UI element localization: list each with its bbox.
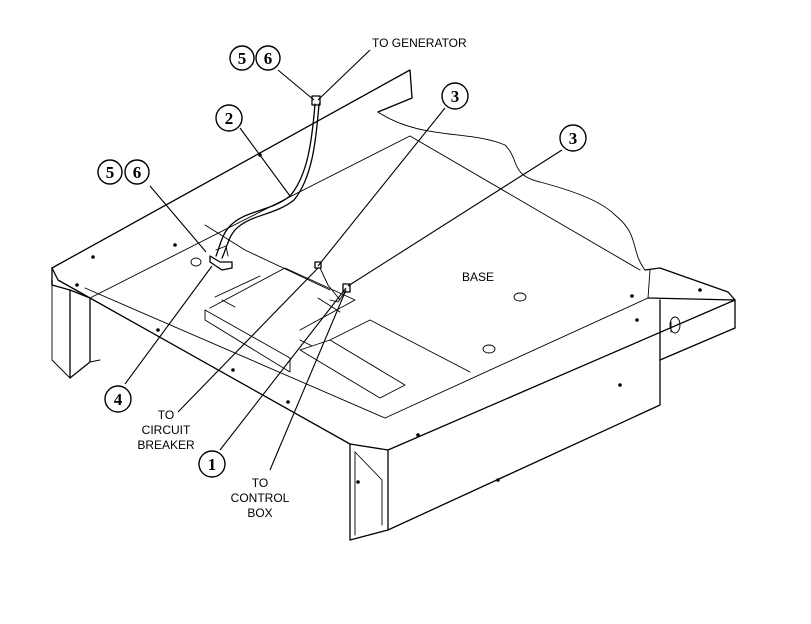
label-to-circuit-breaker-line-3: BREAKER	[137, 438, 195, 452]
callout-1: 1	[198, 450, 226, 478]
label-base: BASE	[462, 270, 495, 284]
base-cutouts	[204, 224, 471, 399]
svg-text:2: 2	[225, 109, 234, 128]
callout-2: 2	[215, 104, 243, 132]
label-to-circuit-breaker-line-1: TO	[157, 408, 175, 422]
svg-text:6: 6	[133, 163, 142, 182]
callout-4: 4	[104, 385, 132, 413]
label-to-circuit-breaker-line-2: CIRCUIT	[141, 423, 191, 437]
svg-text:3: 3	[569, 129, 578, 148]
svg-text:1: 1	[208, 455, 217, 474]
label-to-circuit-breaker: TO CIRCUIT BREAKER	[128, 408, 204, 453]
callout-5-left: 5	[97, 159, 123, 185]
callout-6-left: 6	[124, 159, 150, 185]
callout-3-middle: 3	[441, 82, 469, 110]
base-plate	[51, 69, 736, 541]
svg-text:6: 6	[264, 49, 273, 68]
svg-text:5: 5	[106, 163, 115, 182]
callout-6-top: 6	[255, 45, 281, 71]
callout-3-right: 3	[559, 124, 587, 152]
callout-5-top: 5	[229, 45, 255, 71]
svg-text:4: 4	[114, 390, 123, 409]
label-to-control-box-line-2: CONTROL	[230, 491, 290, 505]
label-to-control-box-line-1: TO	[251, 476, 269, 490]
cable-assembly	[209, 95, 351, 303]
leader-lines	[124, 49, 563, 471]
label-to-control-box: TO CONTROL BOX	[224, 476, 296, 521]
svg-text:5: 5	[238, 49, 247, 68]
label-to-control-box-line-3: BOX	[247, 506, 273, 520]
svg-text:3: 3	[451, 87, 460, 106]
label-to-generator: TO GENERATOR	[372, 36, 467, 50]
